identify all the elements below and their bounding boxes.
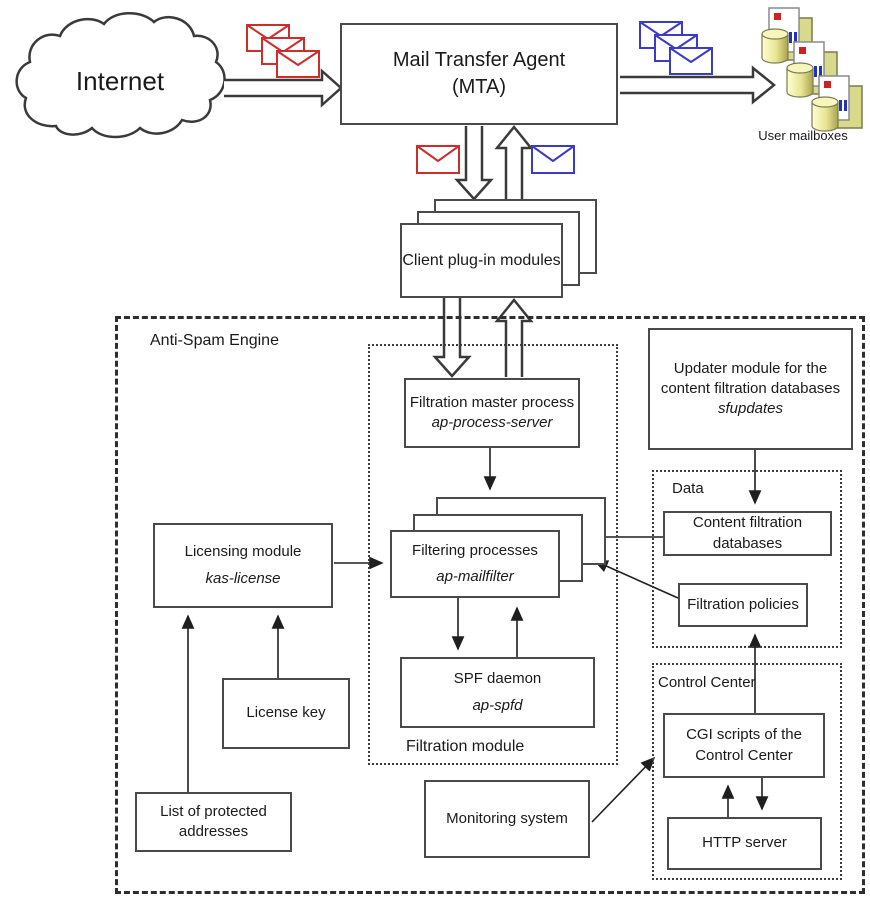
filtering-processes-box: Filtering processes ap-mailfilter [390, 530, 560, 598]
spf-daemon-command: ap-spfd [472, 696, 523, 714]
filtration-master-command: ap-process-server [431, 414, 553, 431]
content-databases-label: Content filtration databases [692, 514, 803, 552]
internet-cloud-icon [15, 12, 226, 139]
protected-addresses-box: List of protected addresses [135, 792, 292, 852]
arrow-plugins-to-master [432, 298, 472, 378]
control-center-label: Control Center [658, 674, 756, 691]
arrow-plugins-to-mta [494, 125, 534, 202]
cgi-scripts-label: CGI scripts of the Control Center [686, 726, 802, 764]
monitoring-box: Monitoring system [424, 780, 590, 858]
license-key-box: License key [222, 678, 350, 749]
arrow-mta-to-plugins [454, 126, 494, 201]
user-mailboxes-label: User mailboxes [758, 128, 848, 145]
anti-spam-engine-label: Anti-Spam Engine [150, 332, 279, 349]
filtration-master-title: Filtration master process [409, 393, 575, 411]
license-key-label: License key [246, 704, 326, 722]
mta-title-line1: Mail Transfer Agent [392, 49, 566, 71]
internet-label: Internet [75, 66, 165, 96]
filtration-master-box: Filtration master process ap-process-ser… [404, 378, 580, 448]
clean-envelopes-stack-icon [639, 21, 713, 75]
spam-envelopes-stack-icon [246, 24, 320, 78]
arrow-policies-to-filtering [593, 560, 679, 599]
spf-daemon-box: SPF daemon ap-spfd [400, 657, 595, 728]
filtration-module-group [368, 344, 618, 765]
arrow-master-to-plugins [494, 298, 534, 377]
cgi-scripts-box: CGI scripts of the Control Center [663, 713, 825, 778]
monitoring-label: Monitoring system [446, 809, 568, 827]
clean-envelope-icon [531, 145, 575, 174]
updater-command: sfupdates [717, 400, 784, 418]
filtering-processes-title: Filtering processes [412, 541, 538, 559]
http-server-box: HTTP server [667, 817, 822, 870]
protected-addresses-label: List of protected addresses [160, 802, 267, 840]
filtration-module-label: Filtration module [406, 738, 525, 755]
licensing-command: kas-license [205, 569, 281, 587]
data-group [652, 470, 842, 648]
spf-daemon-title: SPF daemon [453, 670, 542, 688]
updater-box: Updater module for the content filtratio… [648, 328, 853, 450]
updater-title: Updater module for the content filtratio… [660, 359, 841, 397]
user-mailboxes-icon [761, 7, 863, 132]
arrow-mta-to-mailboxes [620, 65, 776, 105]
mta-box: Mail Transfer Agent (MTA) [340, 23, 618, 125]
content-databases-box: Content filtration databases [663, 511, 832, 556]
client-plugins-box: Client plug-in modules [400, 223, 563, 298]
spam-envelope-icon [416, 145, 460, 174]
filtering-processes-command: ap-mailfilter [436, 568, 514, 585]
user-mailboxes-label-text: User mailboxes [758, 128, 848, 143]
licensing-box: Licensing module kas-license [153, 523, 333, 608]
filtration-policies-box: Filtration policies [678, 583, 808, 627]
licensing-title: Licensing module [184, 543, 302, 561]
http-server-label: HTTP server [702, 834, 787, 852]
arrow-monitoring-to-cgi [591, 756, 656, 823]
data-group-label: Data [672, 480, 704, 497]
client-plugins-label: Client plug-in modules [402, 251, 561, 269]
filtration-policies-label: Filtration policies [687, 595, 799, 613]
mta-title-line2: (MTA) [451, 76, 507, 98]
anti-spam-engine-group [115, 316, 865, 894]
